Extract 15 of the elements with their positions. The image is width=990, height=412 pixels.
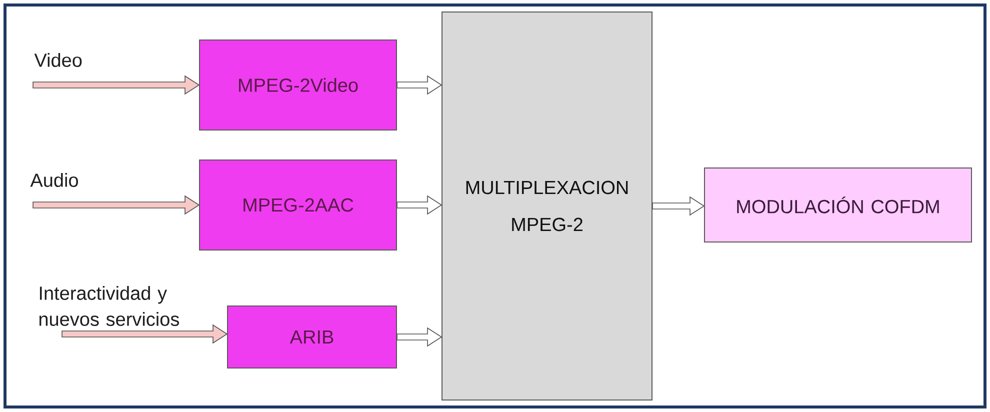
input-label: Audio <box>30 173 78 187</box>
input-label: Video <box>34 53 82 67</box>
process-box: MODULACIÓN COFDM <box>704 168 972 242</box>
arrow <box>32 75 200 95</box>
process-box: ARIB <box>227 306 397 368</box>
arrow <box>62 324 228 344</box>
input-label: Interactividad y nuevos servicios <box>39 286 179 326</box>
arrow <box>32 195 200 215</box>
arrow <box>396 75 442 95</box>
process-box: MPEG-2Video <box>199 40 397 130</box>
process-box: MPEG-2AAC <box>199 160 397 250</box>
process-box: MULTIPLEXACION MPEG-2 <box>442 12 652 400</box>
arrow <box>396 195 442 215</box>
arrow <box>396 327 442 347</box>
arrow <box>652 196 705 216</box>
